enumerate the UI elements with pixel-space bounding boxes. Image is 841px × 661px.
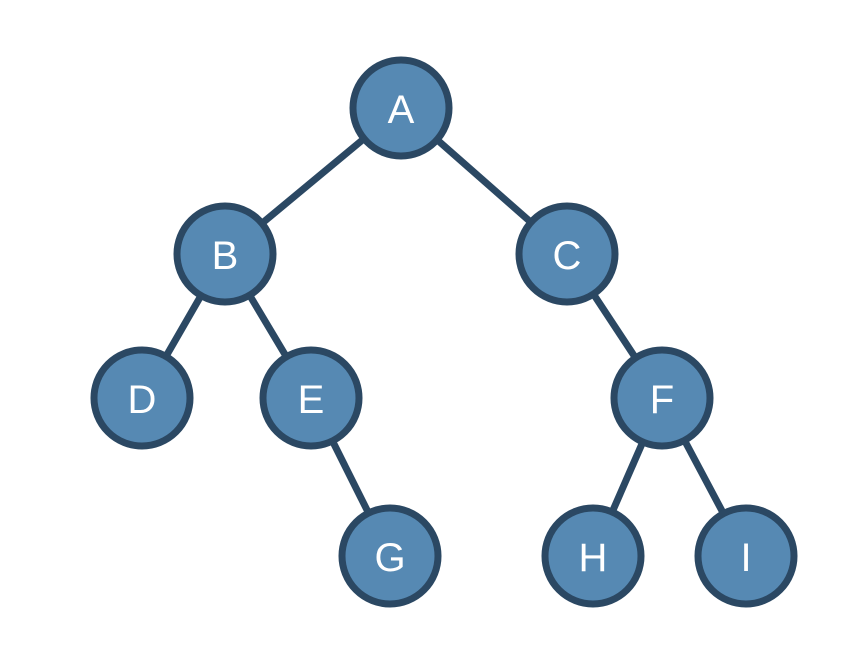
nodes-layer: A B C D E F G H I	[90, 56, 798, 608]
node-b: B	[173, 202, 277, 306]
node-circle-a	[349, 56, 453, 160]
node-circle-e	[259, 346, 363, 450]
node-label-d: D	[128, 378, 157, 422]
node-label-f: F	[650, 378, 674, 422]
node-circle-i	[694, 504, 798, 608]
node-label-g: G	[374, 536, 405, 580]
node-label-e: E	[298, 378, 325, 422]
node-a: A	[349, 56, 453, 160]
node-label-c: C	[553, 234, 582, 278]
node-h: H	[541, 504, 645, 608]
node-label-a: A	[388, 88, 415, 132]
node-label-b: B	[212, 234, 239, 278]
node-circle-d	[90, 346, 194, 450]
node-g: G	[338, 504, 442, 608]
node-circle-b	[173, 202, 277, 306]
edges-layer	[138, 105, 750, 558]
node-c: C	[515, 202, 619, 306]
node-d: D	[90, 346, 194, 450]
node-i: I	[694, 504, 798, 608]
node-circle-h	[541, 504, 645, 608]
node-circle-c	[515, 202, 619, 306]
node-label-i: I	[740, 536, 751, 580]
node-circle-f	[610, 346, 714, 450]
node-e: E	[259, 346, 363, 450]
node-label-h: H	[579, 536, 608, 580]
node-circle-g	[338, 504, 442, 608]
node-f: F	[610, 346, 714, 450]
